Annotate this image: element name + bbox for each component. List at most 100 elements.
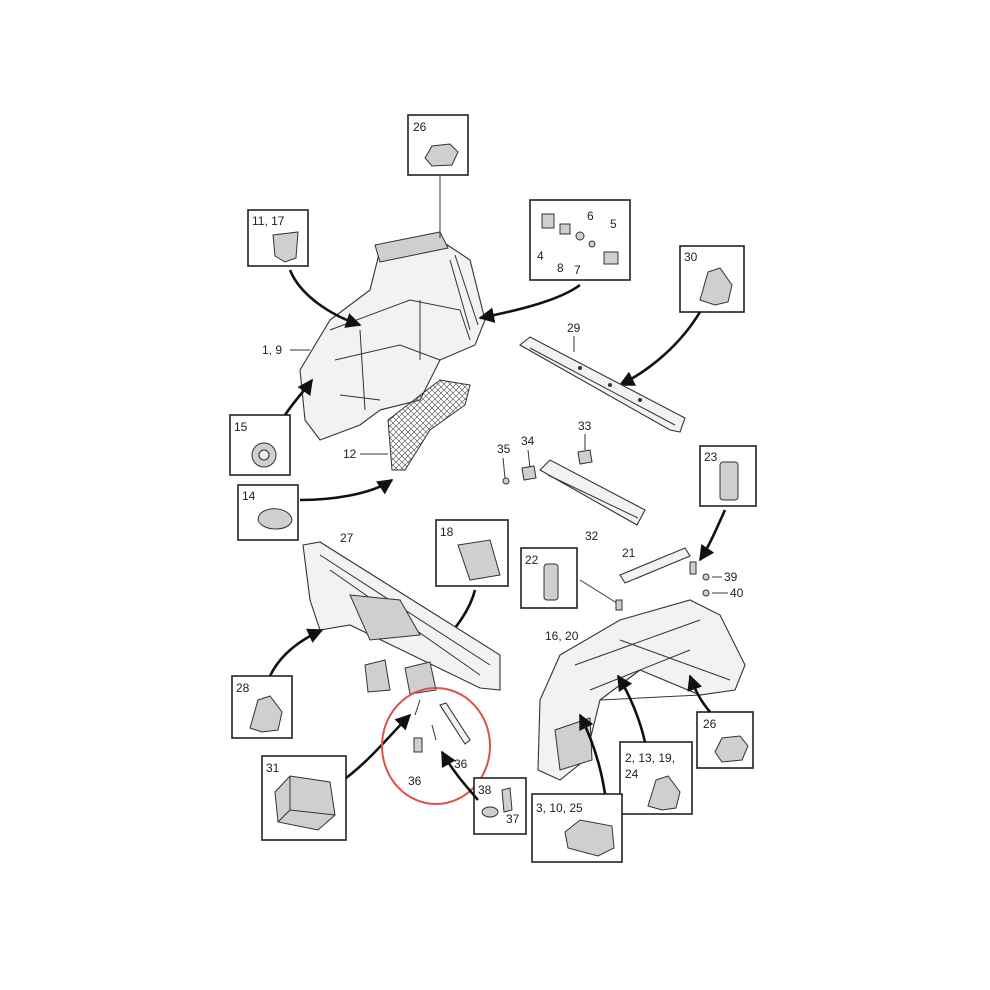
arrow-31 [345, 713, 412, 780]
label-24: 24 [625, 767, 639, 781]
callout-box-2-13-19-24: 2, 13, 19, 24 [619, 741, 693, 815]
leaders-33-35 [502, 434, 586, 479]
highlight-circle-36: 36 36 [381, 687, 491, 805]
clip-part-3-10-25 [564, 819, 615, 857]
part-36-rod [439, 702, 471, 745]
arrow-3-10-25 [578, 713, 607, 795]
clip-part-26-bottom [714, 735, 749, 763]
clip-part-28 [249, 695, 283, 733]
part-34 [521, 465, 537, 481]
clip-part-2-13 [647, 775, 681, 811]
arrow-11-17 [288, 269, 362, 328]
leader-22 [579, 579, 621, 606]
label-31: 31 [266, 761, 280, 775]
label-26-top: 26 [413, 120, 427, 134]
label-39: 39 [724, 570, 738, 584]
arrow-4-8 [478, 283, 581, 323]
label-36-left: 36 [408, 774, 422, 788]
clip-part-14 [257, 508, 293, 530]
arrow-14 [299, 478, 394, 502]
part-8 [559, 223, 571, 235]
callout-box-26-bottom: 26 [696, 711, 754, 769]
part-40 [702, 589, 710, 597]
leaders-36 [414, 699, 437, 741]
leaders-39-40 [712, 576, 728, 594]
label-28: 28 [236, 681, 250, 695]
label-27: 27 [340, 531, 354, 545]
part-4 [541, 213, 555, 229]
bracket-part-18 [457, 539, 501, 581]
label-6: 6 [587, 209, 594, 223]
arrow-28 [268, 628, 324, 677]
part-22-small [615, 599, 623, 611]
label-4: 4 [537, 249, 544, 263]
label-38: 38 [478, 783, 492, 797]
callout-box-26-top: 26 [407, 114, 469, 238]
label-35: 35 [497, 442, 511, 456]
part-39 [702, 573, 710, 581]
label-23: 23 [704, 450, 718, 464]
part-5 [603, 251, 619, 265]
part-7 [575, 231, 585, 241]
tailgate-sill-trim-27 [302, 541, 501, 695]
label-34: 34 [521, 434, 535, 448]
bolt-part-37 [501, 787, 513, 813]
part-33 [577, 449, 593, 465]
callout-box-15: 15 [229, 414, 291, 476]
label-33: 33 [578, 419, 592, 433]
arrow-15 [283, 378, 314, 416]
callout-box-3-10-25: 3, 10, 25 [531, 793, 623, 863]
label-12: 12 [343, 447, 357, 461]
callout-box-38-37: 38 37 [473, 777, 527, 835]
label-7: 7 [574, 263, 581, 277]
callout-box-18: 18 [435, 519, 509, 587]
arrow-23 [698, 509, 727, 562]
label-21: 21 [622, 546, 636, 560]
arrow-30 [618, 311, 702, 387]
callout-box-31: 31 [261, 755, 347, 841]
label-3-10-25: 3, 10, 25 [536, 801, 583, 815]
load-floor-trim-29 [519, 336, 686, 433]
part-23-small [689, 561, 697, 575]
storage-box-part-31 [274, 775, 336, 831]
label-15: 15 [234, 420, 248, 434]
callout-box-14: 14 [237, 484, 299, 541]
callout-box-30: 30 [679, 245, 745, 313]
label-5: 5 [610, 217, 617, 231]
label-30: 30 [684, 250, 698, 264]
label-8: 8 [557, 261, 564, 275]
label-1-9: 1, 9 [262, 343, 282, 357]
label-18: 18 [440, 525, 454, 539]
part-36-small [413, 737, 423, 753]
part-6 [588, 240, 596, 248]
part-35 [502, 477, 510, 485]
label-2-13-19-a: 2, 13, 19, [625, 751, 675, 765]
clip-part-26-top [424, 143, 459, 167]
label-16-20: 16, 20 [545, 629, 579, 643]
clip-part-23 [719, 461, 739, 501]
callout-box-22: 22 [520, 547, 578, 609]
cargo-net [387, 379, 471, 471]
arrow-38-37 [440, 750, 479, 801]
left-side-trim-panel [299, 231, 486, 441]
label-14: 14 [242, 489, 256, 503]
label-29: 29 [567, 321, 581, 335]
clip-part-30 [699, 267, 733, 306]
arrow-26-bottom [687, 674, 711, 713]
rod-21 [619, 547, 691, 584]
label-32: 32 [585, 529, 599, 543]
label-26-bottom: 26 [703, 717, 717, 731]
callout-box-28: 28 [231, 675, 293, 739]
label-11-17: 11, 17 [252, 214, 285, 228]
callout-box-4-8-6-7-5: 4 8 6 7 5 [529, 199, 631, 281]
label-22: 22 [525, 553, 539, 567]
label-37: 37 [506, 812, 520, 826]
label-36-right: 36 [454, 757, 468, 771]
clip-part-22 [543, 563, 559, 601]
washer-part-38 [481, 806, 499, 818]
callout-box-23: 23 [699, 445, 757, 507]
bracket-32 [539, 459, 646, 526]
label-40: 40 [730, 586, 744, 600]
arrow-2-13 [616, 674, 647, 743]
